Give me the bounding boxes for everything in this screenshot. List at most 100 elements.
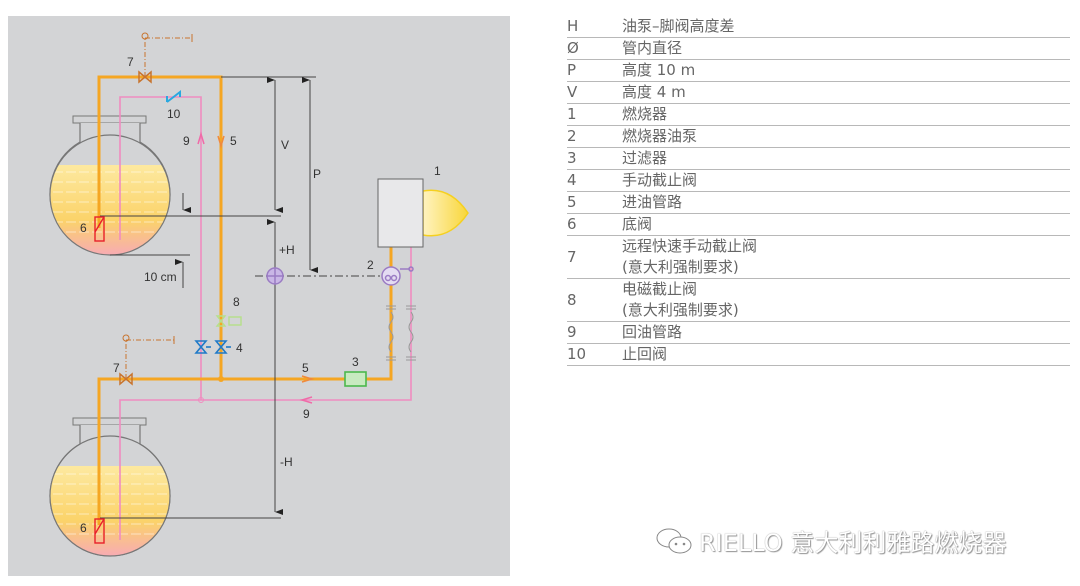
label-2: 2: [367, 258, 374, 272]
legend-text: 燃烧器油泵: [622, 126, 1070, 147]
legend-key: 6: [567, 215, 577, 233]
legend-text: 底阀: [622, 214, 1070, 235]
label-4: 4: [236, 341, 243, 355]
legend-key: 7: [567, 247, 577, 266]
top-tank: [49, 115, 171, 256]
label-5: 5: [302, 361, 309, 375]
legend-text: 止回阀: [622, 344, 1070, 365]
legend-key: 3: [567, 149, 577, 167]
label-v: V: [281, 138, 289, 152]
manual-shutoff-valves: [194, 340, 231, 354]
junction-dot: [198, 397, 204, 403]
foot-valve-top: [94, 216, 105, 242]
fuel-supply-diagram: 7 10 9 5 V P 1 6 +H 2 10 cm 8 4 3 5 7 9 …: [49, 32, 469, 557]
legend-key: 5: [567, 193, 577, 211]
legend-text-line: 回油管路: [622, 323, 683, 341]
label-1: 1: [434, 164, 441, 178]
legend-text-line: 手动截止阀: [622, 171, 698, 189]
legend-text-line: 远程快速手动截止阀: [622, 237, 758, 255]
remote-shutoff-valve-bottom: [119, 334, 175, 386]
pump-axis-symbol: [266, 267, 284, 285]
filter-icon: [344, 371, 367, 387]
bottom-tank: [49, 417, 171, 557]
legend-table: H 油泵–脚阀高度差 Ø 管内直径 P 高度 10 m V 高度 4 m 1 燃烧器 2 燃烧器油泵 3…: [567, 16, 1070, 366]
legend-text-line: (意大利强制要求): [622, 301, 739, 319]
legend-row: H 油泵–脚阀高度差: [567, 16, 1070, 38]
legend-key: 2: [567, 127, 577, 145]
burner-pump-icon: [381, 266, 414, 286]
dimension-lines: [100, 76, 380, 519]
return-flow-arrow: [299, 396, 313, 404]
burner-body: [377, 178, 424, 248]
suction-flow-arrow: [217, 135, 225, 149]
wechat-icon: [656, 528, 692, 553]
legend-row: Ø 管内直径: [567, 38, 1070, 60]
legend-text: 高度 10 m: [622, 60, 1070, 81]
legend-row: 3 过滤器: [567, 148, 1070, 170]
label-10: 10: [167, 107, 181, 121]
legend-text-line: 高度 4 m: [622, 83, 686, 101]
label-7: 7: [127, 55, 134, 69]
watermark-text: RIELLO 意大利利雅路燃烧器: [699, 529, 1007, 557]
flame-icon: [422, 189, 469, 237]
legend-text-line: 高度 10 m: [622, 61, 696, 79]
solenoid-valve: [215, 315, 242, 327]
legend-text-line: 止回阀: [622, 345, 668, 363]
legend-key: Ø: [567, 39, 579, 57]
legend-text-line: 燃烧器油泵: [622, 127, 698, 145]
junction-dot: [218, 376, 224, 382]
legend-row: 7 远程快速手动截止阀 (意大利强制要求): [567, 236, 1070, 279]
legend-key: 9: [567, 323, 577, 341]
legend-row: 5 进油管路: [567, 192, 1070, 214]
legend-text: 燃烧器: [622, 104, 1070, 125]
legend-key: 4: [567, 171, 577, 189]
remote-shutoff-valve-top: [138, 32, 193, 84]
legend-text-line: (意大利强制要求): [622, 258, 739, 276]
legend-row: 10 止回阀: [567, 344, 1070, 366]
legend-row: V 高度 4 m: [567, 82, 1070, 104]
label-plus-h: +H: [279, 243, 295, 257]
legend-text: 油泵–脚阀高度差: [622, 16, 1070, 37]
legend-text-line: 电磁截止阀: [622, 280, 698, 298]
label-5: 5: [230, 134, 237, 148]
label-7: 7: [113, 361, 120, 375]
legend-text: 电磁截止阀 (意大利强制要求): [622, 279, 1070, 321]
legend-text-line: 燃烧器: [622, 105, 668, 123]
watermark: RIELLO 意大利利雅路燃烧器: [655, 523, 1006, 558]
legend-text: 远程快速手动截止阀 (意大利强制要求): [622, 236, 1070, 278]
legend-key: P: [567, 61, 577, 79]
label-6: 6: [80, 221, 87, 235]
label-9: 9: [183, 134, 190, 148]
legend-row: P 高度 10 m: [567, 60, 1070, 82]
foot-valve-bottom: [94, 518, 105, 544]
legend-key: 10: [567, 345, 587, 363]
legend-key: V: [567, 83, 578, 101]
label-8: 8: [233, 295, 240, 309]
legend-text: 高度 4 m: [622, 82, 1070, 103]
legend-row: 1 燃烧器: [567, 104, 1070, 126]
legend-text: 管内直径: [622, 38, 1070, 59]
check-valve-icon: [166, 89, 181, 103]
legend-key: 1: [567, 105, 577, 123]
label-p: P: [313, 167, 321, 181]
legend-row: 2 燃烧器油泵: [567, 126, 1070, 148]
legend-text-line: 进油管路: [622, 193, 683, 211]
legend-text: 手动截止阀: [622, 170, 1070, 191]
legend-text: 过滤器: [622, 148, 1070, 169]
suction-flow-arrow: [301, 375, 315, 383]
legend-row: 4 手动截止阀: [567, 170, 1070, 192]
flexible-hoses: [386, 305, 416, 361]
label-6: 6: [80, 521, 87, 535]
legend-key: H: [567, 17, 579, 35]
return-line: [119, 96, 412, 540]
legend-text-line: 过滤器: [622, 149, 668, 167]
label-3: 3: [352, 355, 359, 369]
legend-text-line: 底阀: [622, 215, 653, 233]
label-10cm: 10 cm: [144, 270, 177, 284]
suction-line: [97, 75, 393, 525]
legend-text-line: 油泵–脚阀高度差: [622, 17, 735, 35]
legend-row: 9 回油管路: [567, 322, 1070, 344]
label-minus-h: -H: [280, 455, 293, 469]
legend-text-line: 管内直径: [622, 39, 683, 57]
legend-text: 回油管路: [622, 322, 1070, 343]
